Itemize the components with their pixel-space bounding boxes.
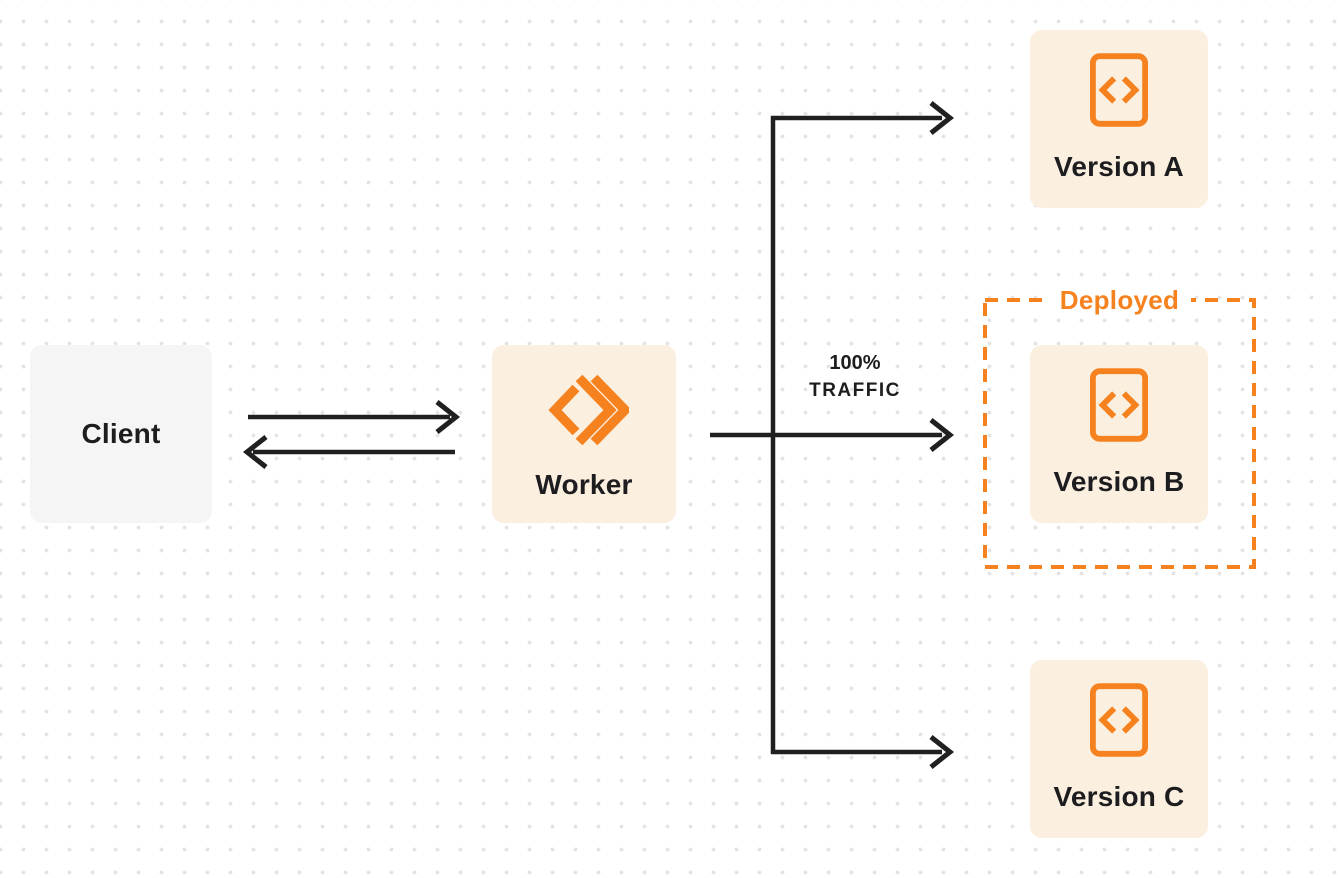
node-version-c: Version C [1030,660,1208,838]
version-b-label: Version B [1053,466,1185,497]
code-file-icon [1090,53,1148,127]
traffic-label: 100% TRAFFIC [775,351,935,407]
node-version-b: Version B [1030,345,1208,523]
version-b-arrowhead-icon [929,418,955,452]
node-version-a: Version A [1030,30,1208,208]
code-file-icon [1090,368,1148,442]
version-c-label: Version C [1053,781,1185,812]
worker-label: Worker [535,469,633,500]
client-label: Client [81,418,161,449]
traffic-word-text: TRAFFIC [809,380,901,401]
code-file-icon [1090,683,1148,757]
version-c-arrowhead-icon [929,735,955,769]
node-worker: Worker [492,345,676,523]
node-client: Client [30,345,212,523]
version-a-label: Version A [1054,151,1184,182]
branch-trunk-line [770,115,942,755]
workers-logo-icon [548,374,629,446]
left-arrowhead-icon [242,435,268,469]
right-arrowhead-icon [435,400,461,434]
traffic-percent-text: 100% [829,352,881,374]
version-a-arrowhead-icon [929,101,955,135]
